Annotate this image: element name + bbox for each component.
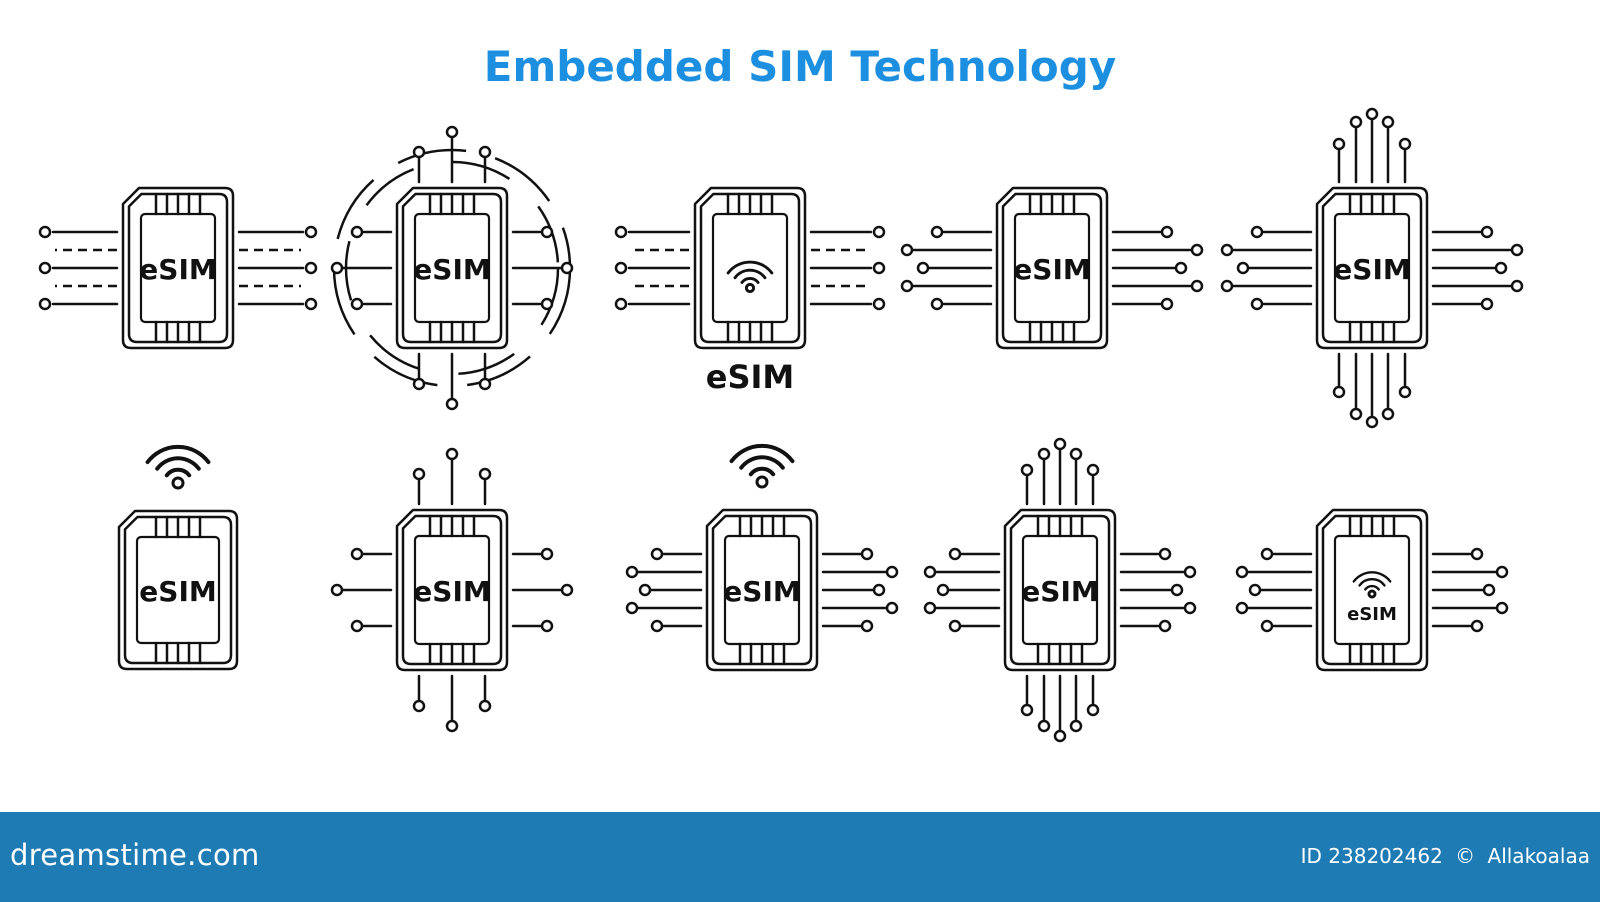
esim-label: eSIM — [1333, 253, 1410, 286]
page-title: Embedded SIM Technology — [483, 42, 1117, 91]
esim-circuit-icon-2: eSIM — [330, 125, 574, 411]
esim-label: eSIM — [1021, 575, 1098, 608]
esim-label: eSIM — [413, 575, 490, 608]
esim-circuit-icon-1: eSIM — [38, 186, 318, 350]
esim-label: eSIM — [139, 575, 216, 608]
brand-logo[interactable]: dreamstime.com — [10, 838, 260, 872]
footer-bar: dreamstime.com ID 238202462 © Allakoalaa — [0, 812, 1600, 902]
author-name: Allakoalaa — [1487, 844, 1590, 868]
esim-circuit-icon-4: eSIM — [900, 186, 1204, 350]
copyright-icon: © — [1455, 844, 1476, 868]
esim-label: eSIM — [723, 575, 800, 608]
esim-label: eSIM — [1013, 253, 1090, 286]
image-id: ID 238202462 — [1300, 844, 1443, 868]
esim-wifi-icon-10: eSIM — [1235, 508, 1509, 672]
esim-circuit-icon-9: eSIM — [923, 437, 1197, 743]
esim-circuit-icon-5: eSIM — [1220, 107, 1524, 429]
esim-label: eSIM — [706, 358, 795, 396]
esim-label: eSIM — [1347, 604, 1397, 625]
esim-wifi-icon-8: eSIM — [625, 443, 899, 672]
esim-label: eSIM — [139, 253, 216, 286]
esim-wifi-icon-6: eSIM — [117, 444, 239, 671]
esim-icon-set: eSIM eSIM eSIM eSIM eSIM eSIM eSIM eSIM eSIM eSIM — [38, 107, 1524, 743]
esim-wifi-icon-3: eSIM — [614, 186, 886, 396]
esim-circuit-icon-7: eSIM — [330, 447, 574, 733]
image-credit: ID 238202462 © Allakoalaa — [1301, 844, 1590, 868]
esim-label: eSIM — [413, 253, 490, 286]
